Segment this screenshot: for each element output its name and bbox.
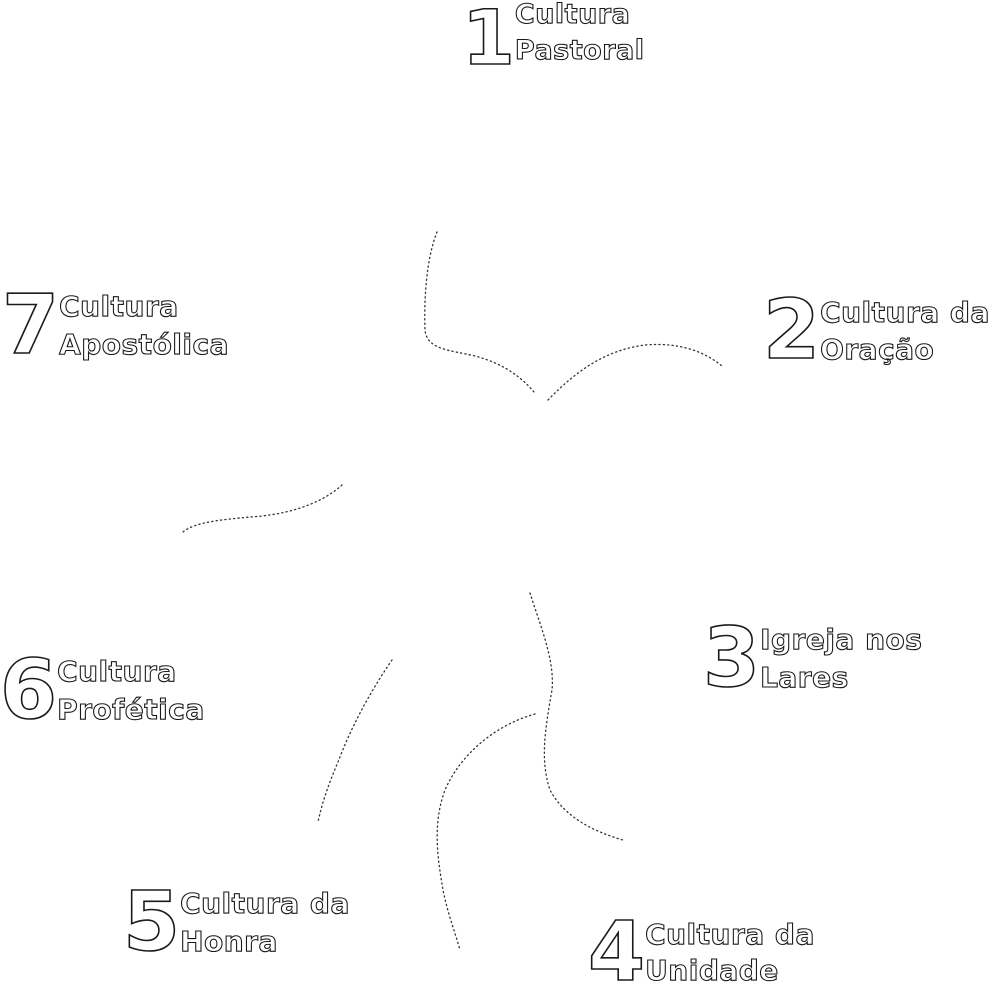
culture-item-7: 7 Cultura Apostólica bbox=[1, 278, 230, 373]
item-label-line2: Honra bbox=[180, 924, 278, 958]
item-label: Cultura da Honra bbox=[180, 885, 350, 961]
item-label-line1: Cultura da bbox=[645, 917, 815, 951]
item-label-line1: Cultura da bbox=[820, 295, 990, 329]
item-number: 5 bbox=[122, 875, 181, 970]
item-number: 4 bbox=[587, 905, 646, 1000]
item-number: 1 bbox=[461, 0, 515, 82]
item-label-line2: Pastoral bbox=[514, 34, 645, 66]
item-number: 2 bbox=[762, 283, 821, 378]
culture-item-3: 3 Igreja nos Lares bbox=[702, 611, 923, 706]
item-label-line2: Oração bbox=[820, 332, 935, 366]
item-number: 3 bbox=[702, 611, 761, 706]
connector-1 bbox=[424, 231, 535, 393]
item-label: Cultura Pastoral bbox=[514, 0, 645, 69]
culture-item-1: 1 Cultura Pastoral bbox=[461, 0, 645, 82]
item-label: Cultura Apostólica bbox=[59, 288, 230, 364]
item-label: Igreja nos Lares bbox=[760, 621, 923, 697]
item-label-line1: Cultura bbox=[57, 654, 177, 688]
item-label-line1: Igreja nos bbox=[760, 622, 923, 656]
item-number: 7 bbox=[1, 278, 60, 373]
item-label-line1: Cultura bbox=[59, 289, 179, 323]
connector-6 bbox=[317, 659, 393, 823]
item-label-line2: Apostólica bbox=[59, 327, 230, 361]
item-label: Cultura da Oração bbox=[820, 294, 990, 368]
item-label-line1: Cultura bbox=[514, 0, 631, 31]
item-number: 6 bbox=[0, 643, 58, 738]
item-label: Cultura Profética bbox=[57, 653, 205, 729]
item-label-line2: Lares bbox=[760, 660, 849, 694]
culture-item-2: 2 Cultura da Oração bbox=[762, 283, 990, 378]
culture-item-6: 6 Cultura Profética bbox=[0, 643, 205, 738]
item-label-line2: Unidade bbox=[645, 953, 779, 987]
culture-item-5: 5 Cultura da Honra bbox=[122, 875, 350, 970]
connector-4 bbox=[436, 713, 536, 951]
culture-item-4: 4 Cultura da Unidade bbox=[587, 905, 815, 1000]
item-label: Cultura da Unidade bbox=[645, 917, 815, 989]
item-label-line2: Profética bbox=[57, 692, 205, 726]
connector-7 bbox=[182, 484, 343, 533]
item-label-line1: Cultura da bbox=[180, 886, 350, 920]
connector-2 bbox=[547, 343, 723, 401]
connector-3 bbox=[529, 592, 624, 841]
